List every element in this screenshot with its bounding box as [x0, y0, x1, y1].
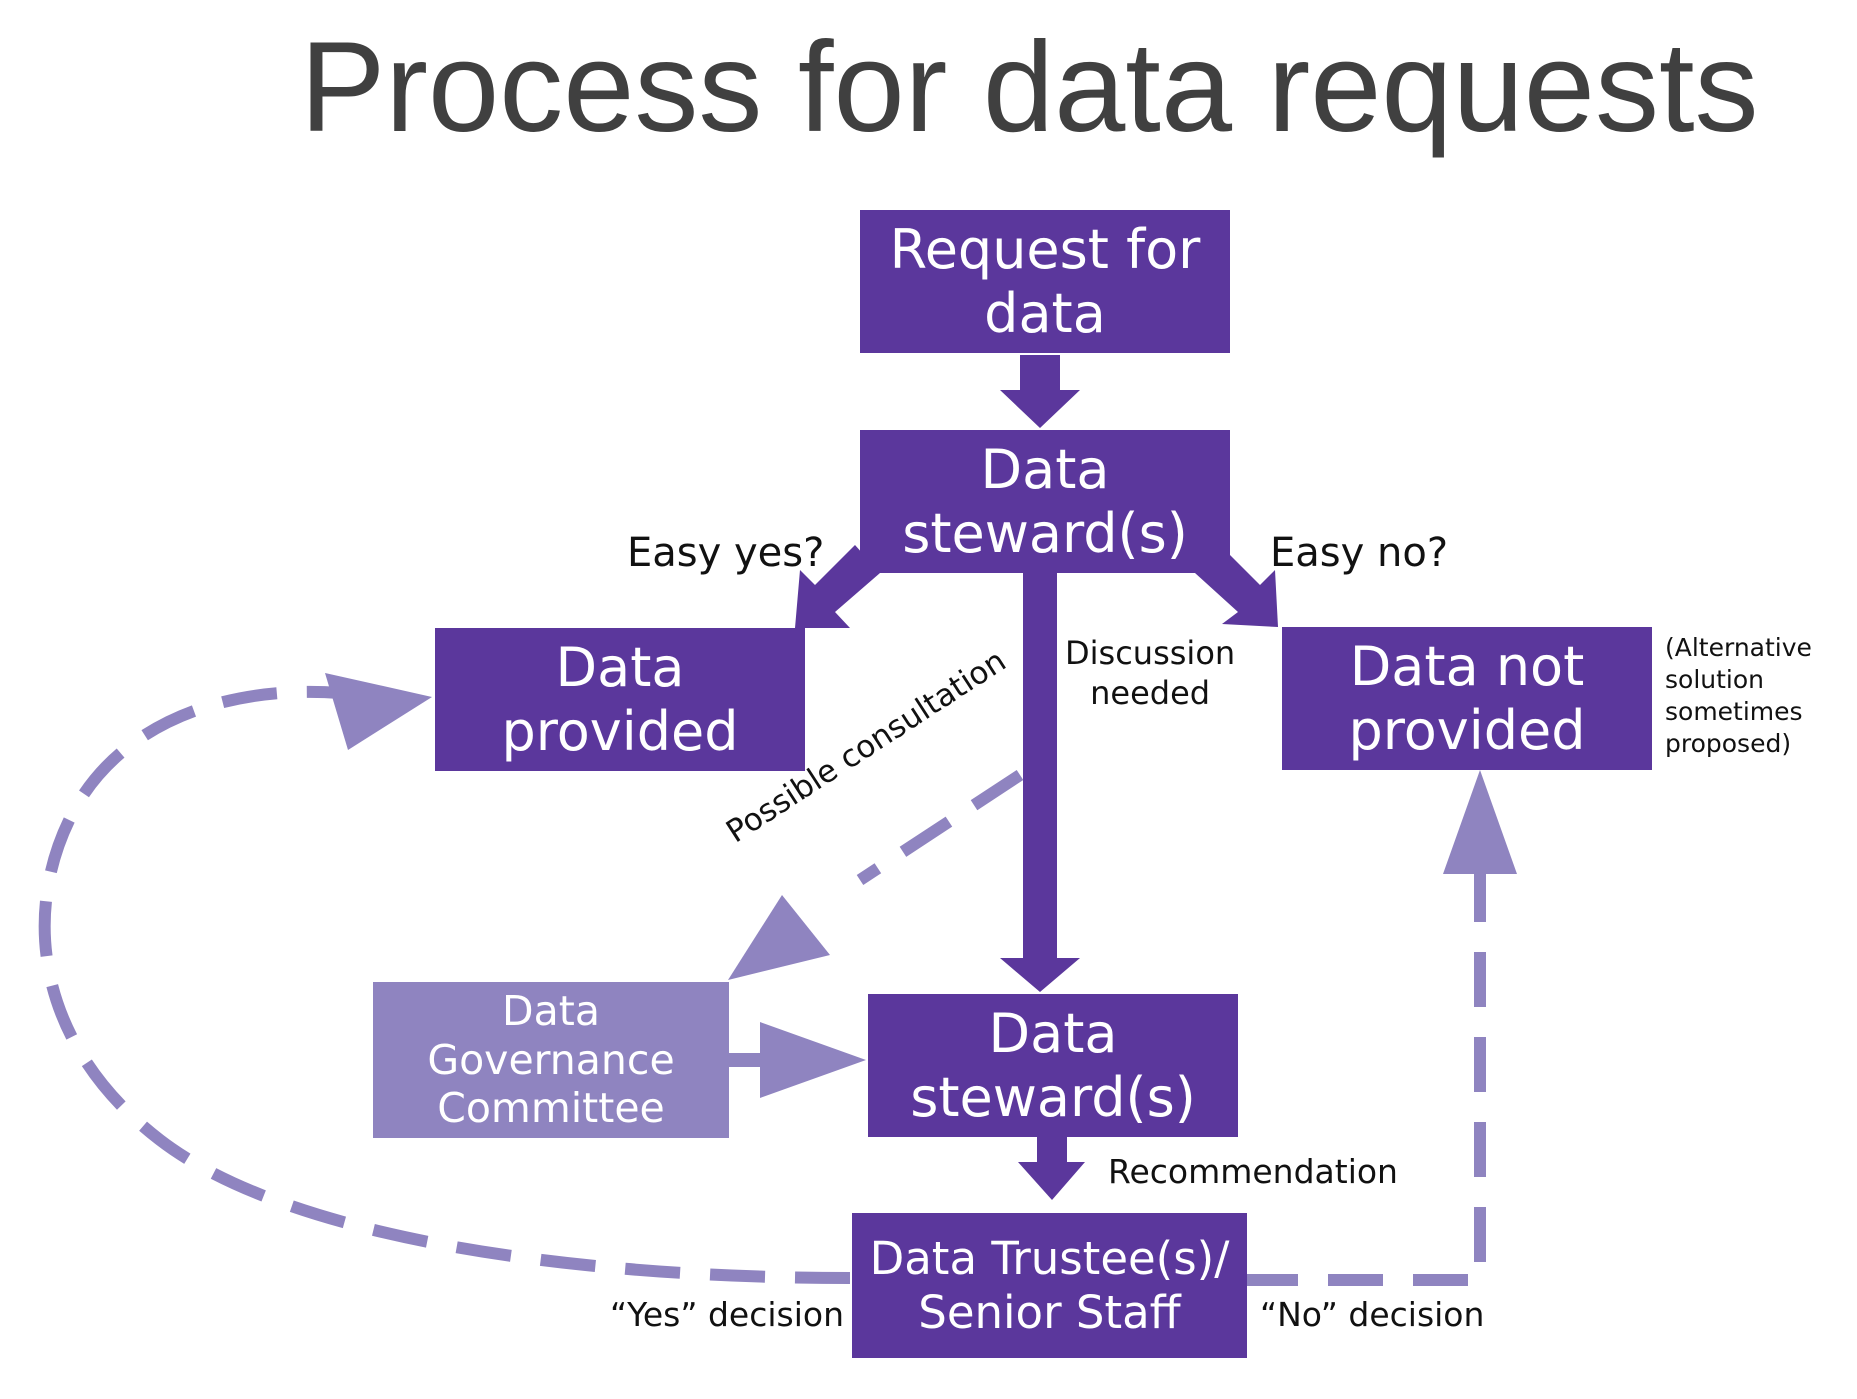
data-not-provided-box: Data not provided: [1282, 627, 1652, 770]
easy-yes-label: Easy yes?: [627, 530, 825, 576]
data-not-provided-line-1: Data not: [1349, 634, 1585, 698]
alternative-line-1: (Alternative: [1665, 633, 1812, 662]
alternative-line-2: solution: [1665, 665, 1764, 694]
alternative-line-3: sometimes: [1665, 697, 1803, 726]
yes-decision-label: “Yes” decision: [610, 1295, 844, 1334]
page-title: Process for data requests: [300, 16, 1759, 159]
arrowhead-to-data-provided: [325, 673, 432, 750]
governance-line-1: Data: [502, 987, 600, 1036]
request-box-line-2: data: [984, 281, 1106, 345]
arrowhead-governance-to-steward: [760, 1022, 866, 1098]
alternative-solution-note: (Alternative solution sometimes proposed…: [1665, 632, 1812, 760]
steward-top-line-1: Data: [980, 437, 1110, 501]
dashed-arrow-heads: [325, 673, 1517, 1098]
arrow-steward-to-bottom-steward: [1000, 573, 1080, 992]
data-provided-line-1: Data: [555, 635, 685, 699]
data-provided-line-2: provided: [501, 699, 739, 763]
arrowhead-to-governance: [728, 895, 830, 980]
data-steward-bottom-box: Data steward(s): [868, 994, 1238, 1137]
data-provided-box: Data provided: [435, 628, 805, 771]
data-trustee-box: Data Trustee(s)/ Senior Staff: [852, 1213, 1247, 1358]
no-decision-label: “No” decision: [1260, 1295, 1485, 1334]
discussion-line-1: Discussion: [1065, 634, 1236, 672]
solid-arrows: [795, 355, 1278, 1200]
request-for-data-box: Request for data: [860, 210, 1230, 353]
dashed-consultation: [856, 769, 1024, 886]
request-box-line-1: Request for: [889, 217, 1201, 281]
arrowhead-to-data-not-provided: [1443, 770, 1517, 874]
dashed-yes-loop: [38, 685, 851, 1284]
governance-line-2: Governance: [427, 1035, 675, 1084]
trustee-line-2: Senior Staff: [918, 1285, 1181, 1339]
discussion-needed-label: Discussion needed: [1065, 633, 1235, 713]
discussion-line-2: needed: [1090, 674, 1211, 712]
dashed-arrows: [38, 685, 1486, 1286]
arrow-recommendation: [1018, 1133, 1085, 1200]
data-steward-top-box: Data steward(s): [860, 430, 1230, 573]
alternative-line-4: proposed): [1665, 729, 1792, 758]
steward-top-line-2: steward(s): [902, 501, 1188, 565]
arrow-easy-yes: [795, 545, 880, 628]
recommendation-label: Recommendation: [1108, 1152, 1398, 1191]
governance-line-3: Committee: [437, 1084, 665, 1133]
steward-bottom-line-2: steward(s): [910, 1065, 1196, 1129]
arrow-request-to-steward: [1000, 355, 1080, 428]
steward-bottom-line-1: Data: [988, 1001, 1118, 1065]
easy-no-label: Easy no?: [1270, 530, 1449, 576]
dashed-no-path: [1243, 870, 1486, 1286]
trustee-line-1: Data Trustee(s)/: [869, 1232, 1230, 1286]
data-governance-committee-box: Data Governance Committee: [373, 982, 729, 1138]
data-not-provided-line-2: provided: [1348, 698, 1586, 762]
